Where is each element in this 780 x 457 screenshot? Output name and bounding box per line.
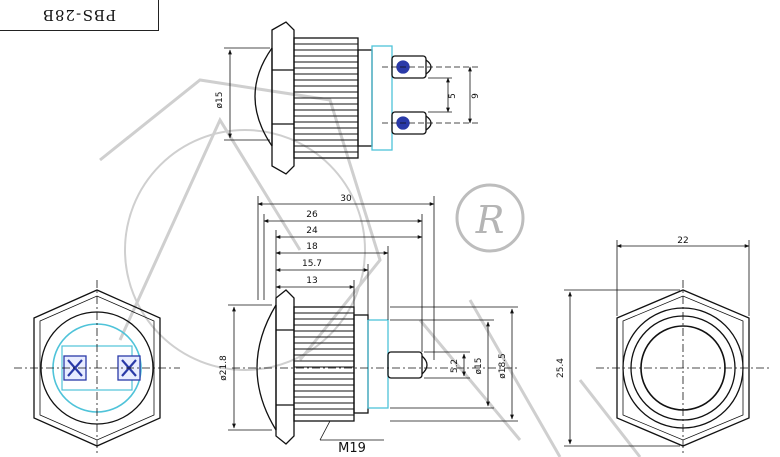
front-view-hex <box>616 289 750 447</box>
registered-mark: R <box>475 198 505 242</box>
thread-label: M19 <box>338 441 366 456</box>
section-view-vertical-dimensions <box>228 304 518 441</box>
side-view-dome <box>254 47 273 147</box>
rear-view-hex <box>33 289 161 447</box>
section-view-nut <box>275 289 295 445</box>
side-view-nut <box>271 21 295 175</box>
dim-length-26: 26 <box>306 210 318 220</box>
side-view <box>254 21 480 175</box>
side-view-thread-lines <box>294 43 358 153</box>
section-view-base <box>367 319 389 409</box>
watermark <box>99 78 642 457</box>
title-block: PBS-28B <box>0 0 159 31</box>
front-view-height-label: 25.4 <box>556 358 566 378</box>
side-view-diameter-label: ø15 <box>215 92 225 109</box>
dim-length-15-7: 15.7 <box>302 259 322 269</box>
section-view-dome <box>256 304 277 431</box>
dim-pin: 5.2 <box>450 359 460 373</box>
side-view-pitch-label: 5 <box>448 93 458 99</box>
registered-mark-circle <box>455 183 525 253</box>
rear-view <box>14 280 180 456</box>
front-view-dimensions <box>564 240 750 447</box>
dim-length-18: 18 <box>306 242 318 252</box>
front-view-width-label: 22 <box>677 236 688 246</box>
section-view-pin <box>387 351 423 379</box>
side-view-span-label: 9 <box>471 93 481 99</box>
dim-length-24: 24 <box>306 226 318 236</box>
dim-head-diameter: ø21.8 <box>219 355 229 381</box>
front-view <box>596 280 770 456</box>
side-view-dimensions <box>224 47 472 141</box>
section-view-thread-lines <box>294 312 354 416</box>
dim-length-13: 13 <box>306 276 317 286</box>
section-view-length-dimensions <box>257 196 435 360</box>
dim-length-30: 30 <box>340 194 352 204</box>
section-view-thread <box>293 306 355 422</box>
dim-thread-diameter: ø18.5 <box>498 353 508 379</box>
section-view <box>232 289 520 445</box>
dim-body-diameter: ø15 <box>474 358 484 375</box>
side-view-base <box>371 45 393 151</box>
